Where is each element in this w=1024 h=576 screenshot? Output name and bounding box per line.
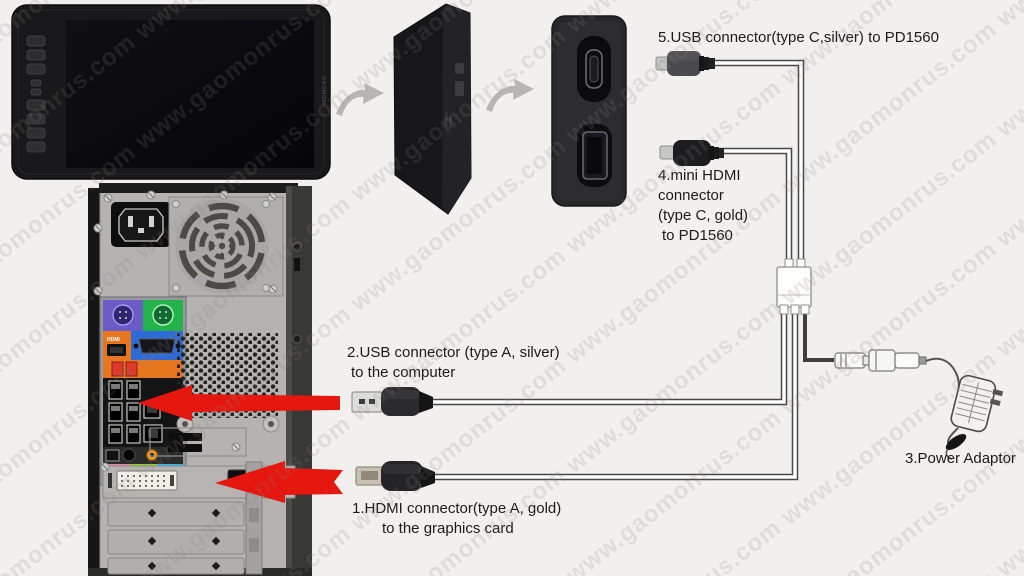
tablet-brand-text: GAOMON bbox=[320, 76, 326, 105]
vga-port bbox=[138, 338, 176, 354]
port-panel-closeup bbox=[551, 15, 627, 207]
tablet-screen bbox=[66, 20, 314, 168]
express-keys bbox=[26, 35, 46, 153]
power-adapter bbox=[950, 374, 1004, 433]
expansion-slots bbox=[107, 461, 263, 575]
dvi-port bbox=[116, 470, 178, 491]
cable-power bbox=[803, 307, 834, 362]
label-usb-a: 2.USB connector (type A, silver) to the … bbox=[347, 344, 560, 381]
tablet-side-view bbox=[393, 3, 472, 215]
usb-c-connector bbox=[655, 51, 715, 76]
power-cable-connection bbox=[834, 349, 961, 401]
junction-box bbox=[776, 258, 812, 315]
arrow-side-to-ports-icon bbox=[486, 79, 534, 112]
red-arrow-to-usb-port bbox=[138, 385, 340, 421]
audio-jack-black bbox=[122, 448, 136, 462]
label-mini-hdmi: 4.mini HDMI connector (type C, gold) to … bbox=[658, 167, 749, 244]
power-adapter-cable bbox=[945, 427, 967, 460]
stamped-plate bbox=[149, 427, 247, 457]
esata-port-2 bbox=[125, 361, 138, 377]
computer-tower: HDMI bbox=[88, 183, 312, 576]
optical-audio-port bbox=[105, 449, 120, 462]
io-panel: HDMI bbox=[99, 296, 187, 486]
side-usb-c-port bbox=[455, 63, 464, 74]
arrow-front-to-side-icon bbox=[336, 83, 384, 116]
label-power-adaptor: 3.Power Adaptor bbox=[905, 450, 1016, 467]
cable-hdmi-a bbox=[433, 307, 799, 481]
mini-hdmi-connector bbox=[659, 140, 724, 166]
esata-port bbox=[111, 361, 124, 377]
hdmi-port-tag: HDMI bbox=[107, 337, 120, 343]
usb-a-connector bbox=[351, 387, 433, 416]
red-arrow-to-graphics-card bbox=[215, 461, 343, 503]
hdmi-a-connector bbox=[355, 461, 435, 491]
screws bbox=[93, 190, 302, 472]
usb-c-port bbox=[585, 49, 603, 89]
ps2-port-green bbox=[152, 304, 174, 326]
label-hdmi-a: 1.HDMI connector(type A, gold) to the gr… bbox=[352, 500, 562, 537]
label-usb-c: 5.USB connector(type C,silver) to PD1560 bbox=[658, 28, 939, 48]
side-hdmi-port bbox=[455, 81, 464, 96]
tablet-front-view: GAOMON bbox=[11, 4, 331, 180]
cables bbox=[421, 59, 834, 481]
psu-fan-grille bbox=[168, 196, 284, 297]
ps2-port-purple bbox=[112, 304, 134, 326]
label-usb-c-text: 5.USB connector(type C,silver) to PD1560 bbox=[658, 29, 939, 46]
power-socket bbox=[111, 202, 171, 247]
